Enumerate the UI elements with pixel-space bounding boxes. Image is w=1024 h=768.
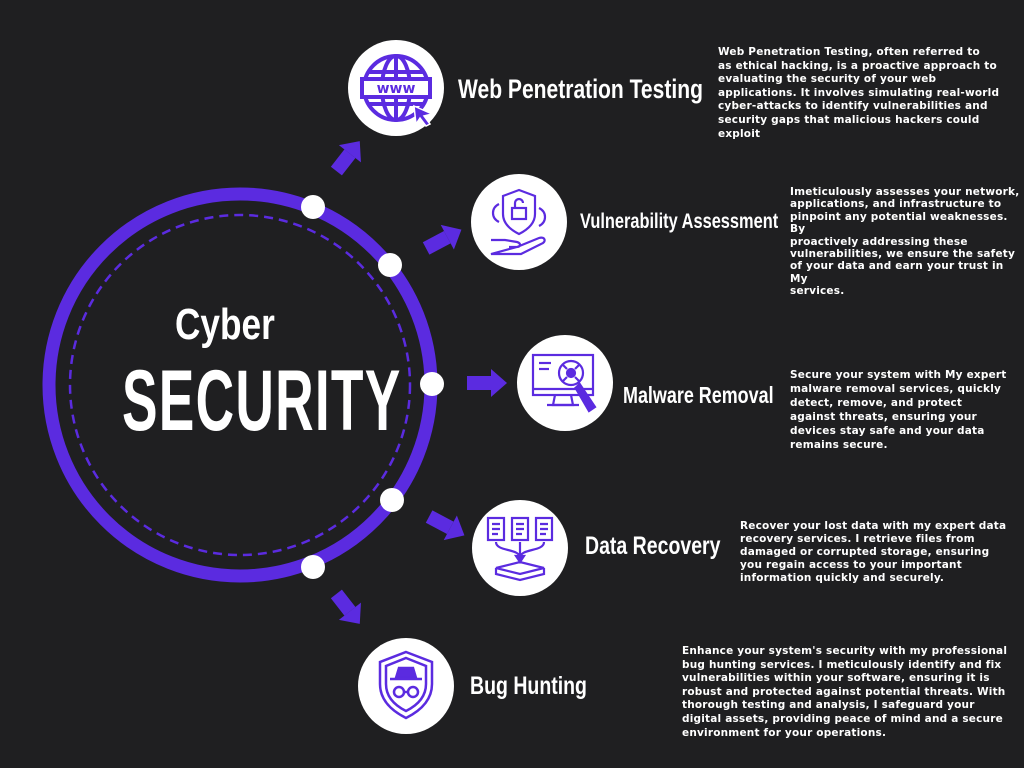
monitor-bug-icon (517, 335, 613, 431)
hero-line-1: Cyber (175, 300, 275, 349)
arrow-4 (425, 510, 465, 541)
arrow-5 (330, 589, 361, 624)
service-desc-bug-hunting: Enhance your system's security with my p… (682, 645, 1008, 739)
service-desc-malware: Secure your system with My expert malwar… (790, 369, 1007, 451)
service-title-bug-hunting: Bug Hunting (470, 672, 587, 700)
service-desc-web-penetration: Web Penetration Testing, often referred … (718, 46, 1000, 140)
service-desc-data-recovery: Recover your lost data with my expert da… (740, 520, 1007, 584)
globe-www-icon: www (348, 40, 444, 136)
arrows (330, 141, 507, 624)
service-title-data-recovery: Data Recovery (585, 532, 721, 560)
hero-line-2: SECURITY (122, 353, 402, 449)
arrow-3 (467, 369, 507, 397)
inner-dashed-ring (68, 213, 412, 557)
files-recovery-icon (472, 500, 568, 596)
svg-text:www: www (377, 81, 416, 97)
shield-spy-icon (358, 638, 454, 734)
shield-lock-hand-icon (471, 174, 567, 270)
ring-dots (301, 195, 444, 579)
service-title-vulnerability: Vulnerability Assessment (580, 210, 779, 233)
service-title-web-penetration: Web Penetration Testing (458, 74, 703, 104)
service-title-malware: Malware Removal (623, 382, 774, 408)
arrow-1 (330, 141, 361, 176)
arrow-2 (422, 224, 462, 255)
service-desc-vulnerability: Imeticulously assesses your network, app… (790, 186, 1020, 298)
